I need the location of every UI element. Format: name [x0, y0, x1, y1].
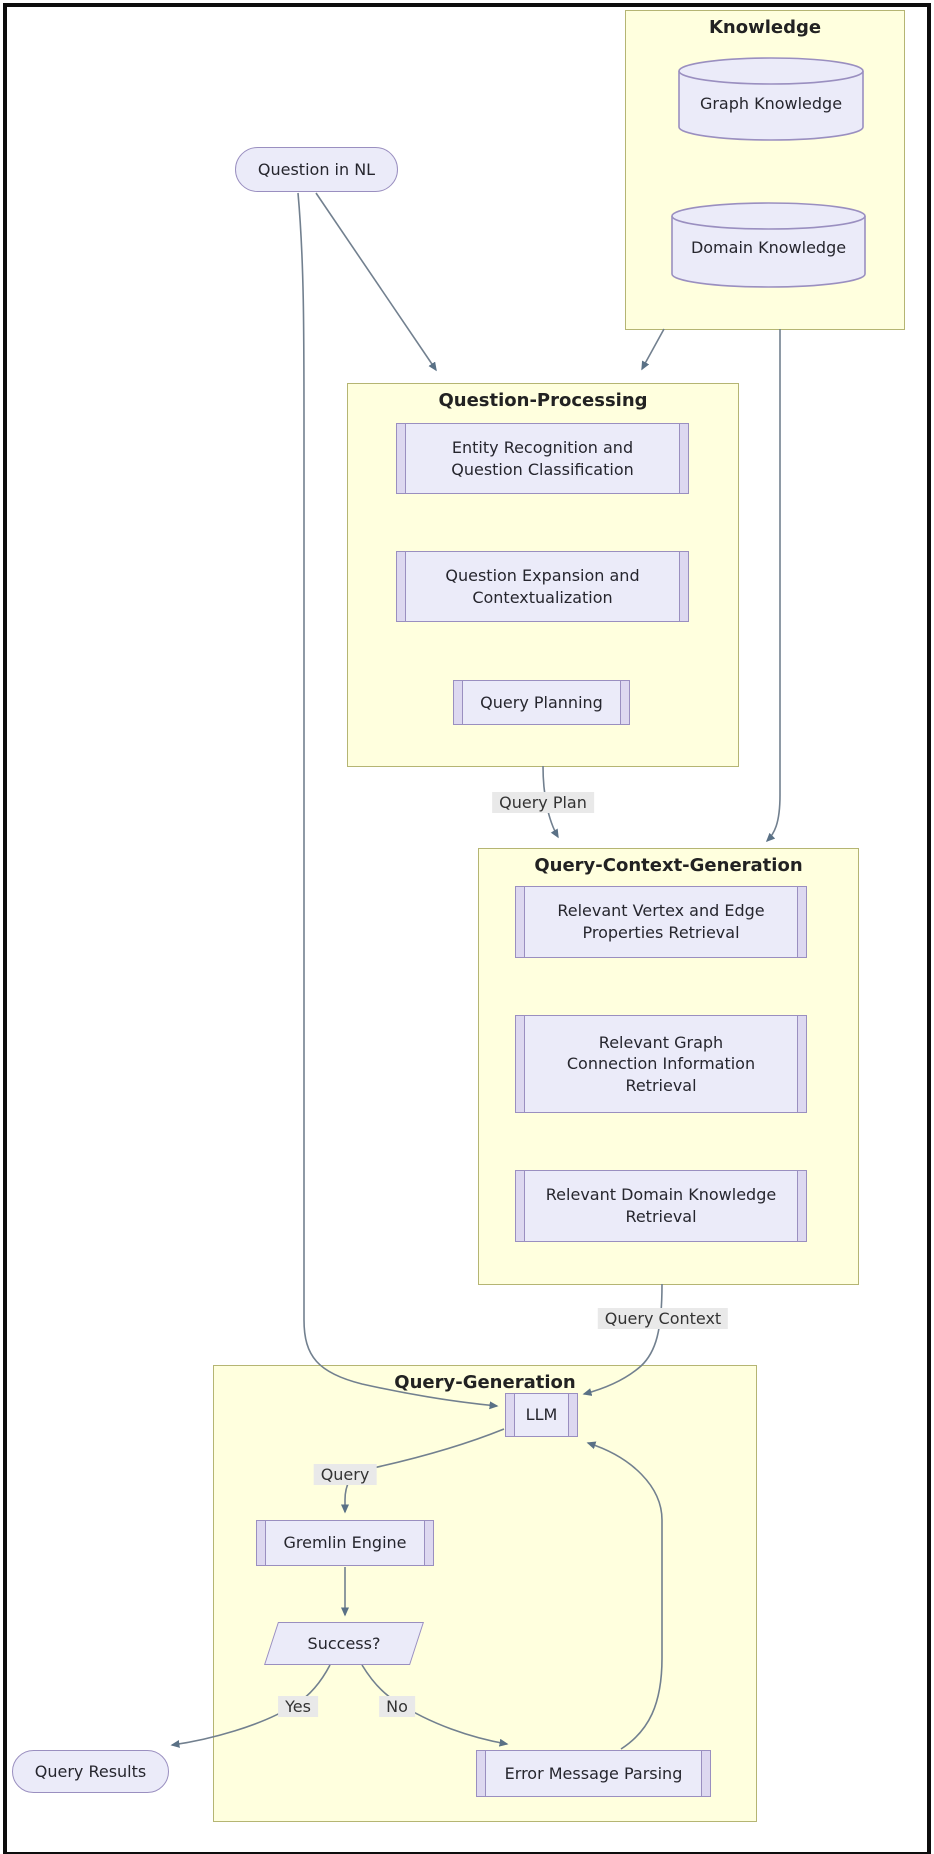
question-expansion-node: Question Expansion and Contextualization — [396, 551, 689, 622]
success-decision-node: Success? — [264, 1622, 424, 1665]
llm-node: LLM — [505, 1393, 578, 1437]
query-context-edge-label: Query Context — [597, 1308, 729, 1329]
vertex-edge-properties-node: Relevant Vertex and Edge Properties Retr… — [515, 886, 807, 958]
gremlin-engine-node: Gremlin Engine — [256, 1520, 434, 1566]
knowledge-title: Knowledge — [708, 17, 822, 38]
query-generation-container: Query-Generation — [213, 1365, 757, 1822]
graph-knowledge-label: Graph Knowledge — [699, 93, 843, 113]
graph-knowledge-cylinder — [678, 57, 864, 141]
question-processing-title: Question-Processing — [438, 390, 648, 411]
query-context-generation-title: Query-Context-Generation — [534, 855, 803, 876]
yes-edge-label: Yes — [278, 1696, 318, 1717]
query-edge-label: Query — [313, 1464, 377, 1485]
edge-errorparsing-to-llm — [586, 1441, 663, 1750]
edge-knowledge-to-contextgen — [765, 329, 781, 843]
query-planning-node: Query Planning — [453, 680, 630, 725]
domain-knowledge-retrieval-node: Relevant Domain Knowledge Retrieval — [515, 1170, 807, 1242]
edge-questionnl-to-llm — [297, 192, 499, 1410]
edge-questionnl-to-processing — [315, 192, 437, 372]
no-edge-label: No — [379, 1696, 415, 1717]
query-results-node: Query Results — [12, 1750, 169, 1793]
error-message-parsing-node: Error Message Parsing — [476, 1750, 711, 1797]
edge-contextgen-to-llm — [582, 1283, 663, 1396]
query-plan-edge-label: Query Plan — [492, 792, 594, 813]
question-in-nl-node: Question in NL — [235, 147, 398, 192]
query-generation-title: Query-Generation — [394, 1372, 576, 1393]
graph-connection-info-node: Relevant Graph Connection Information Re… — [515, 1015, 807, 1113]
entity-recognition-node: Entity Recognition and Question Classifi… — [396, 423, 689, 494]
domain-knowledge-label: Domain Knowledge — [690, 237, 847, 257]
domain-knowledge-cylinder — [671, 202, 866, 288]
edge-knowledge-to-processing — [641, 328, 665, 371]
